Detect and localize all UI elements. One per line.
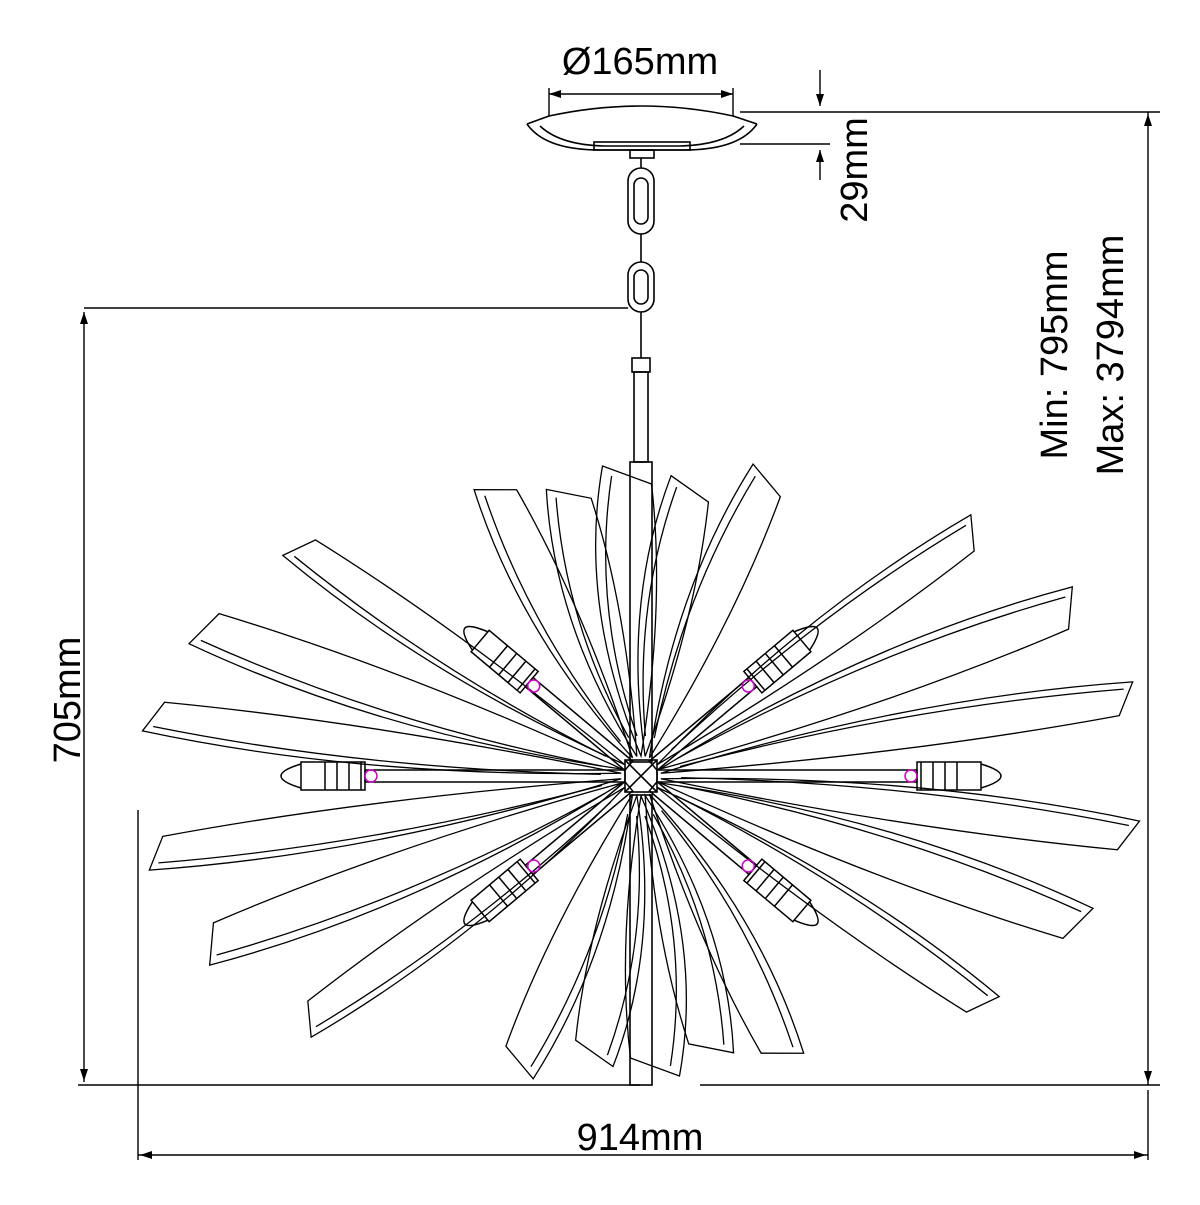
chain — [627, 158, 655, 358]
bulb — [980, 763, 1002, 789]
min-drop-label: Min: 795mm — [1034, 250, 1076, 459]
light-arm — [648, 625, 819, 772]
bulb — [793, 901, 819, 927]
dimension-lines — [78, 70, 1160, 1160]
canopy-height-label: 29mm — [834, 117, 876, 223]
bulb — [463, 901, 489, 927]
glass-blade — [659, 585, 1074, 770]
canopy — [526, 105, 758, 159]
bulb — [793, 625, 819, 651]
glass-blade — [624, 793, 688, 1077]
lamp-holder — [916, 761, 982, 791]
glass-blade — [656, 786, 1001, 1013]
glass-blade — [644, 793, 735, 1054]
glass-blade — [594, 465, 658, 759]
light-arms — [280, 625, 1002, 927]
glass-blade — [637, 474, 710, 757]
glass-blade — [574, 793, 646, 1068]
glass-blade — [473, 489, 634, 759]
glass-blade — [505, 793, 634, 1080]
accent-ring — [527, 679, 541, 693]
max-drop-label: Max: 3794mm — [1090, 235, 1132, 476]
glass-blades — [141, 463, 1141, 1080]
bulb — [463, 625, 489, 651]
dimension-arrows — [80, 90, 1152, 1159]
accent-ring — [364, 769, 378, 783]
light-arm — [280, 761, 626, 791]
glass-blade — [648, 463, 782, 759]
glass-blade — [660, 681, 1134, 774]
accent-ring — [741, 679, 755, 693]
glass-blade — [648, 793, 805, 1054]
glass-blade — [208, 782, 623, 967]
body-width-label: 914mm — [577, 1117, 704, 1159]
light-arm — [648, 780, 819, 927]
glass-blade — [545, 488, 638, 757]
body-height-label: 705mm — [47, 637, 89, 764]
glass-blade — [656, 513, 975, 766]
glass-blade — [307, 786, 626, 1039]
accent-ring — [741, 859, 755, 873]
glass-blade — [281, 539, 626, 766]
glass-blade — [187, 612, 623, 770]
bulb — [280, 763, 302, 789]
glass-blade — [660, 776, 1141, 851]
canopy-diameter-label: Ø165mm — [562, 41, 718, 83]
glass-blade — [148, 778, 622, 871]
accent-ring — [527, 859, 541, 873]
glass-blade — [141, 701, 622, 776]
lamp-holder — [300, 761, 366, 791]
light-arm — [463, 625, 634, 772]
light-arm — [463, 780, 634, 927]
glass-blade — [659, 782, 1095, 940]
lamp-holder — [470, 858, 540, 923]
accent-ring — [904, 769, 918, 783]
light-arm — [656, 761, 1002, 791]
